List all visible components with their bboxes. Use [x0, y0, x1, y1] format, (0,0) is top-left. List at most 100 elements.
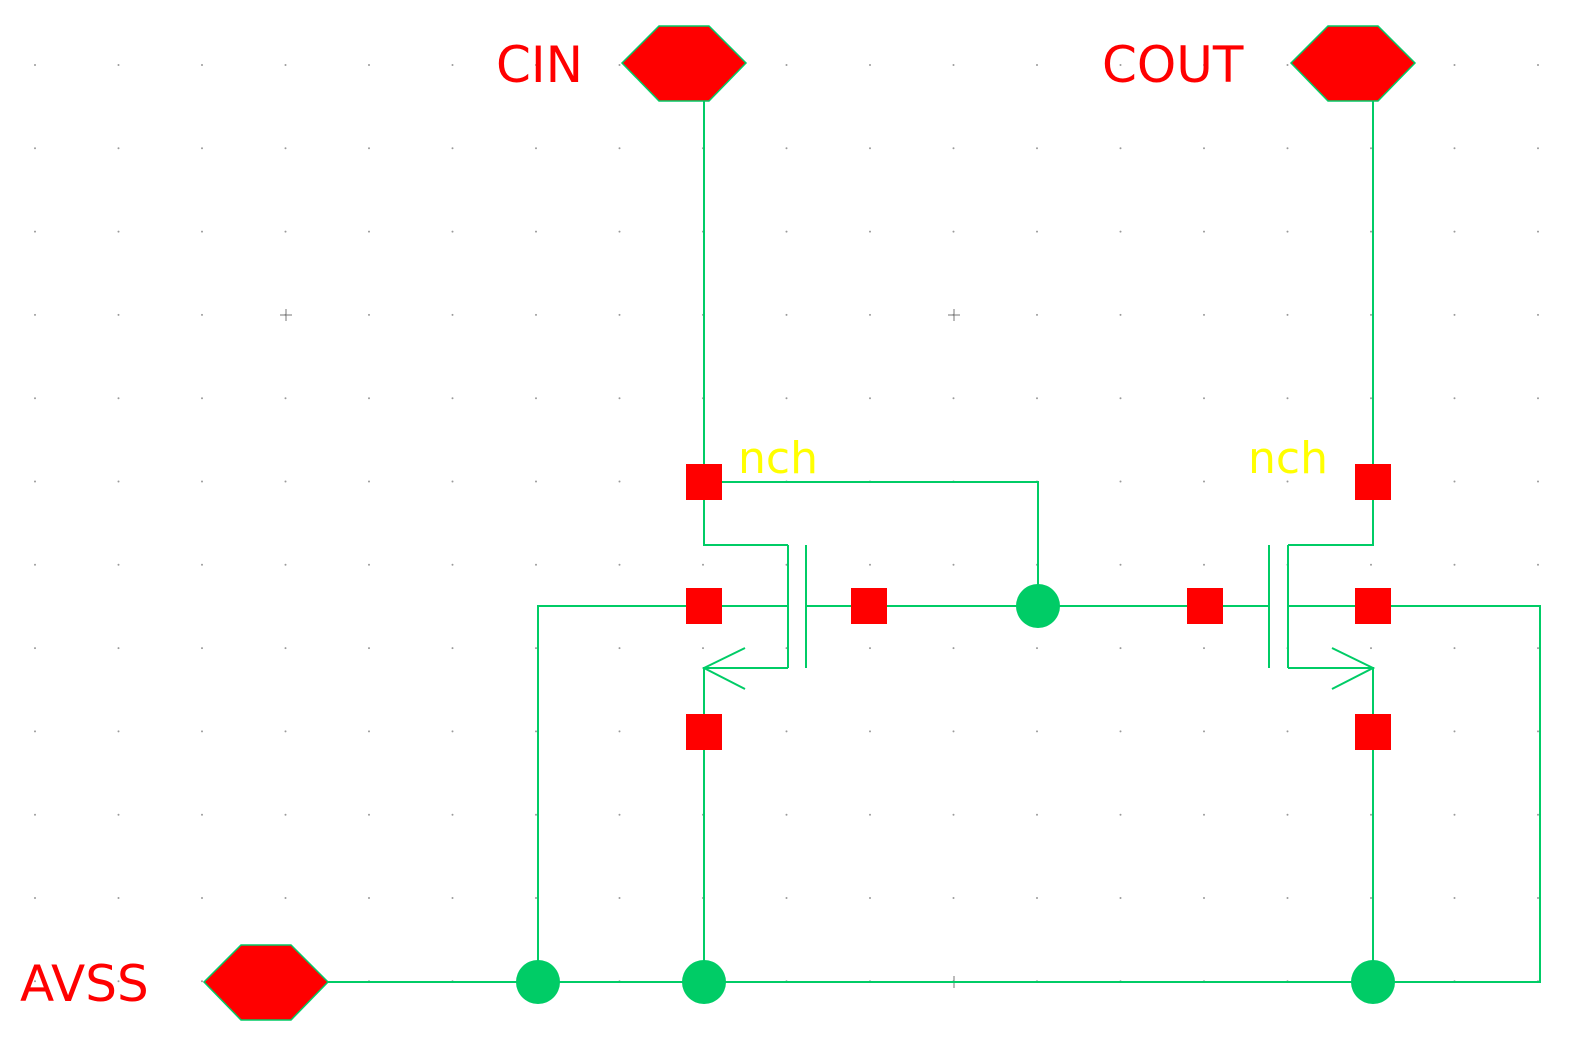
grid-dot: [1203, 813, 1205, 816]
grid-dot: [1203, 480, 1205, 483]
grid-dot: [1286, 730, 1289, 733]
grid-dot: [535, 647, 537, 650]
grid-dot: [1537, 230, 1539, 233]
grid-dot: [1036, 147, 1038, 150]
junction-avss-body: [516, 960, 560, 1004]
grid-dot: [1203, 313, 1205, 316]
grid-dot: [201, 313, 203, 316]
grid-dot: [869, 813, 871, 816]
grid-dot: [952, 230, 955, 233]
grid-dot: [785, 64, 788, 66]
grid-dot: [1453, 897, 1456, 899]
pin-avss[interactable]: AVSS: [20, 944, 330, 1021]
m2-source-terminal: [1355, 714, 1391, 750]
grid-dot: [869, 397, 871, 400]
grid-dot: [618, 897, 621, 899]
m1-body-terminal: [686, 588, 722, 624]
grid-dot: [952, 813, 955, 816]
transistor-m2[interactable]: [1268, 545, 1376, 690]
grid-dot: [284, 813, 287, 816]
grid-dot: [535, 563, 537, 566]
grid-dot: [34, 730, 36, 733]
grid-dot: [1119, 64, 1122, 66]
grid-dot: [618, 480, 621, 483]
grid-dot: [618, 563, 621, 566]
grid-dot: [1453, 397, 1456, 400]
grid-dot: [1203, 230, 1205, 233]
pin-cin-label: CIN: [496, 36, 583, 94]
grid-dot: [284, 480, 287, 483]
grid-dot: [785, 730, 788, 733]
grid-dot: [117, 980, 120, 983]
pin-cin[interactable]: CIN: [496, 25, 748, 102]
grid-dot: [1453, 480, 1456, 483]
grid-dot: [1036, 230, 1038, 233]
grid-dot: [451, 147, 454, 150]
grid-dot: [1453, 813, 1456, 816]
grid-dot: [1370, 397, 1372, 400]
grid-dot: [201, 64, 203, 66]
grid-dot: [34, 980, 36, 983]
pin-cout[interactable]: COUT: [1102, 25, 1417, 102]
wire-m1-drain-to-gate: [722, 481, 1039, 606]
pin-cout-label: COUT: [1102, 36, 1244, 94]
grid-dot: [1119, 647, 1122, 650]
grid-dot: [618, 64, 621, 66]
grid-dot: [869, 64, 871, 66]
wires[interactable]: [327, 100, 1541, 983]
grid-dot: [1036, 397, 1038, 400]
grid-dot: [535, 64, 537, 66]
grid-dot: [1537, 563, 1539, 566]
grid-dot: [368, 563, 370, 566]
grid-dot: [1036, 813, 1038, 816]
grid-dot: [117, 397, 120, 400]
grid-dot: [1119, 397, 1122, 400]
junction-avss-m1-source: [682, 960, 726, 1004]
m1-drain-terminal: [686, 464, 722, 500]
grid-dot: [952, 647, 955, 650]
grid-dot: [1537, 397, 1539, 400]
grid-dot: [451, 64, 454, 66]
grid-dot: [535, 897, 537, 899]
junction-gate: [1016, 584, 1060, 628]
grid-dot: [1370, 897, 1372, 899]
grid-dot: [1203, 397, 1205, 400]
grid-dot: [34, 230, 36, 233]
grid-dot: [34, 647, 36, 650]
grid-dot: [785, 897, 788, 899]
grid-dot: [284, 897, 287, 899]
grid-dot: [1119, 813, 1122, 816]
m1-source-arrow: [701, 647, 746, 690]
grid-dot: [1036, 647, 1038, 650]
grid-dot: [869, 897, 871, 899]
instance-terminals[interactable]: [686, 464, 1391, 750]
grid-dot: [368, 897, 370, 899]
m1-gate-terminal: [851, 588, 887, 624]
grid-dot: [368, 813, 370, 816]
grid-dot: [451, 730, 454, 733]
grid-dot: [34, 563, 36, 566]
grid-dot: [1203, 563, 1205, 566]
grid-dot: [1286, 813, 1289, 816]
m1-instance-label: nch: [738, 433, 818, 484]
grid-dot: [1119, 147, 1122, 150]
grid-dot: [451, 897, 454, 899]
grid-dot: [618, 147, 621, 150]
grid-dot: [201, 397, 203, 400]
grid-dot: [451, 230, 454, 233]
grid-dot: [34, 480, 36, 483]
grid-dot: [1537, 147, 1539, 150]
grid-dot: [869, 313, 871, 316]
grid-dot: [451, 480, 454, 483]
grid-dot: [1286, 64, 1289, 66]
grid-dot: [1036, 64, 1038, 66]
grid-dot: [785, 230, 788, 233]
transistor-m1[interactable]: [701, 545, 807, 690]
grid-dot: [1537, 897, 1539, 899]
grid-dot: [201, 647, 203, 650]
grid-dot: [1537, 480, 1539, 483]
grid-dot: [117, 480, 120, 483]
pin-cout-shape: [1289, 25, 1417, 102]
grid-dot: [1370, 647, 1372, 650]
